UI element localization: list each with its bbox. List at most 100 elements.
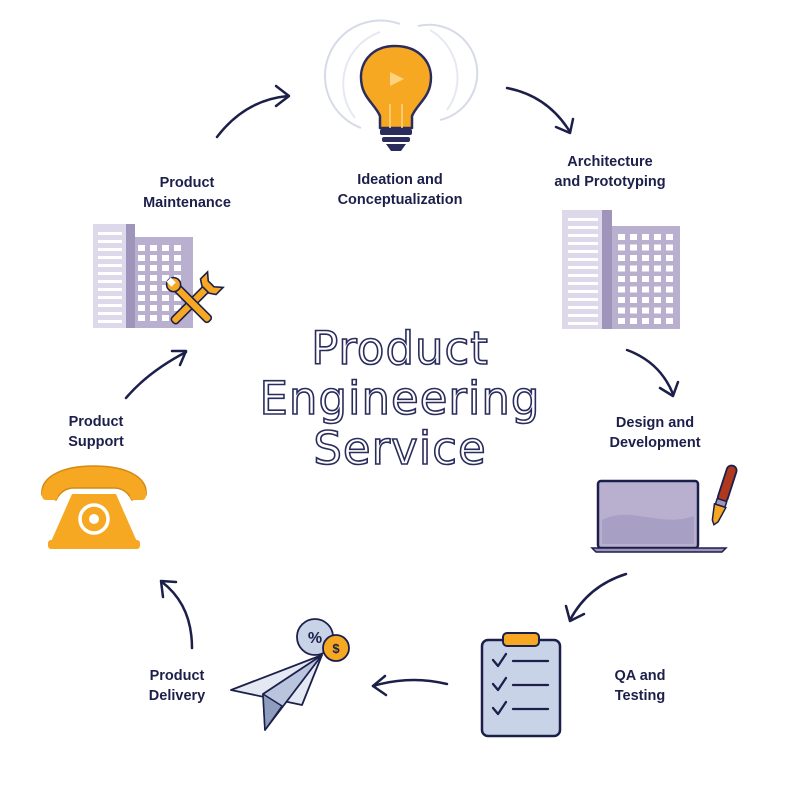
stage-label-architecture: Architecture and Prototyping <box>530 152 690 192</box>
building-window <box>150 265 157 271</box>
cycle-arrow-design-to-qa <box>564 572 628 623</box>
lightbulb-icon <box>323 19 479 151</box>
cycle-arrow-ideation-to-architecture <box>505 86 575 135</box>
building-window <box>666 265 673 272</box>
building-window <box>150 275 157 281</box>
building-stripe <box>98 264 122 267</box>
building-window <box>630 318 637 324</box>
building-window <box>630 276 637 282</box>
stage-label-delivery: Product Delivery <box>117 666 237 706</box>
building-window <box>666 234 673 240</box>
building-window <box>618 244 625 251</box>
telephone-icon <box>41 465 147 549</box>
building-window <box>618 234 625 240</box>
building-stripe <box>568 282 598 285</box>
building-window <box>174 305 181 311</box>
stage-label-maintenance-line1: Product <box>159 175 215 191</box>
building-window <box>642 276 649 282</box>
building-window <box>174 255 181 261</box>
building-window <box>630 265 637 272</box>
building-window <box>138 245 145 251</box>
building-stripe <box>98 240 122 243</box>
building-window <box>162 275 169 281</box>
building-window <box>174 265 181 271</box>
building-window <box>150 285 157 291</box>
building-window <box>666 244 673 251</box>
title-line-3: Service <box>313 422 487 475</box>
building-window <box>174 245 181 251</box>
building-window <box>138 305 145 311</box>
building-stripe <box>568 266 598 269</box>
building-stripe <box>568 306 598 309</box>
building-stripe <box>568 226 598 229</box>
building-window <box>150 245 157 251</box>
cycle-arrow-maintenance-to-ideation <box>215 84 291 139</box>
svg-text:%: % <box>308 630 322 647</box>
building-window <box>654 276 661 282</box>
building-window <box>150 255 157 261</box>
stage-label-qa-line2: Testing <box>614 688 666 704</box>
building-window <box>618 286 625 293</box>
building-window <box>618 297 625 303</box>
building-window <box>654 297 661 303</box>
building-stripe <box>98 288 122 291</box>
cycle-arrow-architecture-to-design <box>625 348 680 398</box>
stage-label-design: Design and Development <box>580 413 730 453</box>
stage-label-ideation-line1: Ideation and <box>357 172 443 188</box>
building-window <box>150 295 157 301</box>
building-window <box>654 307 661 314</box>
building-stripe <box>568 258 598 261</box>
stage-label-qa-line1: QA and <box>614 668 666 684</box>
building-window <box>654 234 661 240</box>
building-window <box>654 255 661 261</box>
building-window <box>666 307 673 314</box>
stage-label-delivery-line2: Delivery <box>148 688 206 704</box>
building-stripe <box>568 314 598 317</box>
building-window <box>630 255 637 261</box>
building-window <box>630 297 637 303</box>
building-window <box>162 295 169 301</box>
stage-label-qa: QA and Testing <box>580 666 700 706</box>
svg-text:$: $ <box>332 641 340 656</box>
building-window <box>642 297 649 303</box>
building-window <box>654 265 661 272</box>
building-window <box>162 285 169 291</box>
building-window <box>666 286 673 293</box>
building-window <box>642 307 649 314</box>
building-window <box>630 234 637 240</box>
building-window <box>642 318 649 324</box>
title-line-1: Product <box>310 322 489 375</box>
building-window <box>630 244 637 251</box>
building-window <box>138 255 145 261</box>
building-stripe <box>568 290 598 293</box>
building-window <box>642 265 649 272</box>
building-stripe <box>568 218 598 221</box>
paper-plane-icon: % $ <box>230 618 350 731</box>
building-stripe <box>568 298 598 301</box>
stage-label-architecture-line2: and Prototyping <box>554 174 666 190</box>
stage-label-ideation-line2: Conceptualization <box>337 192 463 208</box>
building-stripe <box>98 256 122 259</box>
building-stripe <box>568 242 598 245</box>
stage-label-delivery-line1: Product <box>149 668 205 684</box>
building-window <box>138 295 145 301</box>
building-window <box>642 286 649 293</box>
building-window <box>642 244 649 251</box>
stage-label-support-line2: Support <box>68 434 124 450</box>
building-wrench-icon <box>93 224 225 328</box>
building-window <box>618 276 625 282</box>
building-stripe <box>98 248 122 251</box>
laptop-paintbrush-icon <box>590 464 738 553</box>
stage-label-ideation: Ideation and Conceptualization <box>310 170 490 210</box>
stage-label-maintenance-line2: Maintenance <box>143 195 231 211</box>
stage-label-design-line2: Development <box>609 435 701 451</box>
building-window <box>618 318 625 324</box>
stage-label-design-line1: Design and <box>615 415 695 431</box>
building-stripe <box>568 322 598 325</box>
building-icon <box>562 210 680 329</box>
stage-label-architecture-line1: Architecture <box>567 154 653 170</box>
building-stripe <box>98 280 122 283</box>
building-window <box>150 315 157 321</box>
building-window <box>654 286 661 293</box>
building-window <box>138 265 145 271</box>
